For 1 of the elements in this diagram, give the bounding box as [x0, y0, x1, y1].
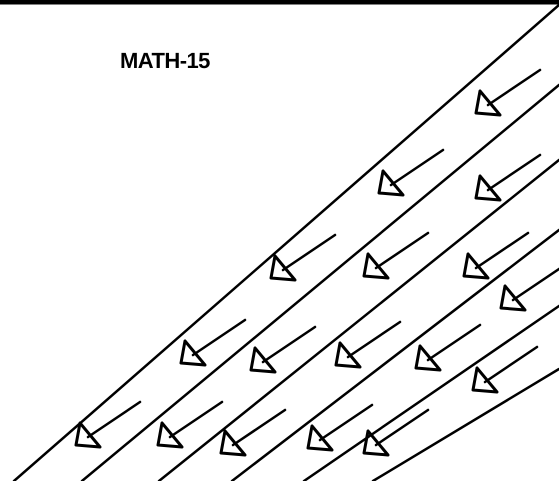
figure-code: MATH-15: [120, 47, 210, 75]
